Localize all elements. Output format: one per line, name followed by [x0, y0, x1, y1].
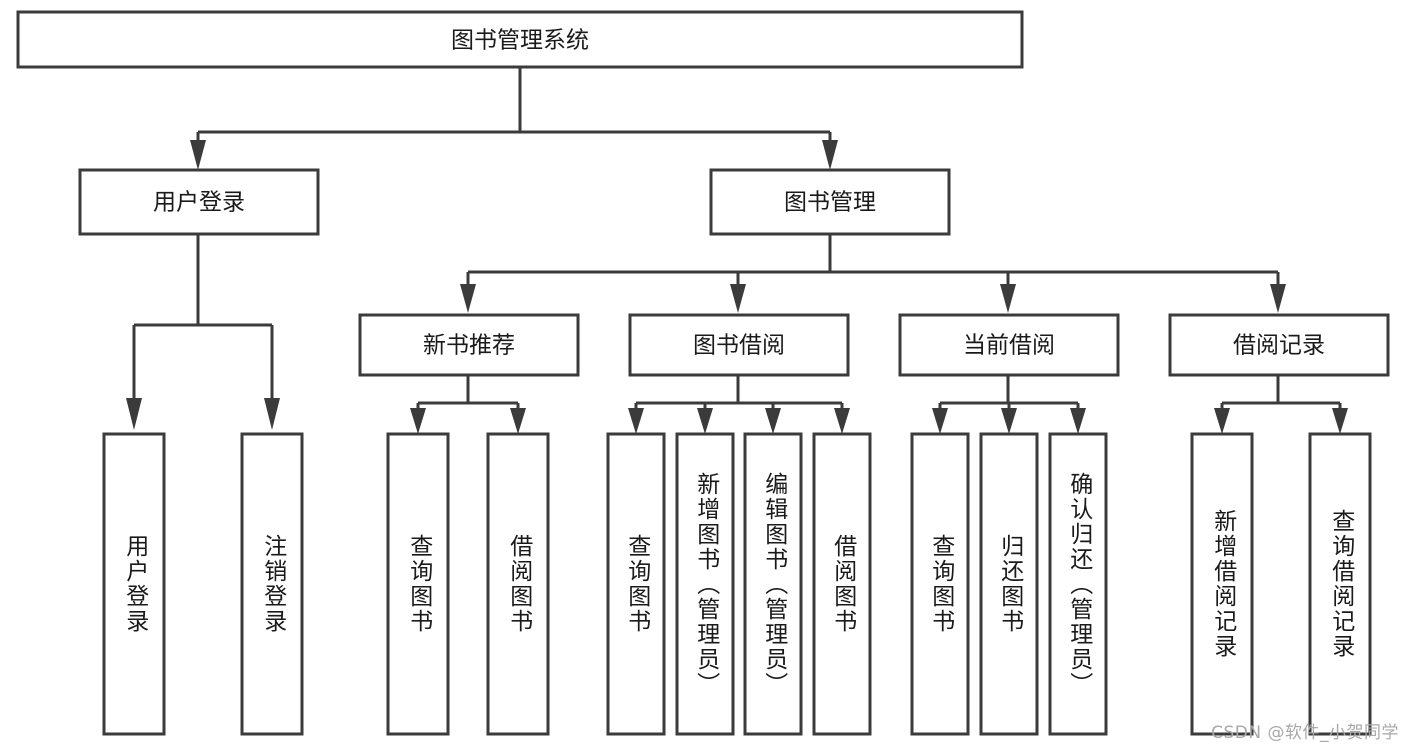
leaf-box-edit-book-admin[interactable] — [743, 432, 803, 736]
arrowhead-currentborrow-leaf-1 — [932, 408, 948, 434]
node-root[interactable]: 图书管理系统 — [16, 10, 1024, 69]
leaf-box-borrow-book-2[interactable] — [812, 432, 872, 736]
leaf-box-query-book-2[interactable] — [606, 432, 666, 736]
node-borrow-record[interactable]: 借阅记录 — [1168, 313, 1390, 377]
connector-layer — [126, 67, 1348, 434]
arrowhead-newbook-leaf-2 — [510, 408, 526, 434]
leaf-boxes-user-login — [102, 432, 304, 736]
arrowhead-currentborrow-leaf-2 — [1001, 408, 1017, 434]
node-book-borrow[interactable]: 图书借阅 — [628, 313, 850, 377]
leaf-box-add-borrow-record[interactable] — [1190, 432, 1254, 736]
arrowhead-bookborrow-leaf-3 — [765, 408, 781, 434]
leaf-box-query-book-3[interactable] — [910, 432, 970, 736]
node-new-book-recommend-box[interactable] — [358, 313, 580, 377]
leaf-box-query-borrow-record[interactable] — [1308, 432, 1372, 736]
arrowhead-borrowrecord-leaf-1 — [1214, 408, 1230, 434]
arrowhead-book-borrow — [730, 284, 746, 313]
leaf-box-confirm-return-admin[interactable] — [1048, 432, 1108, 736]
arrowhead-newbook-leaf-1 — [410, 408, 426, 434]
node-user-login-label: 用户登录 — [153, 190, 245, 216]
leaf-boxes-new-book-recommend — [386, 432, 550, 736]
leaf-box-add-book-admin[interactable] — [675, 432, 735, 736]
arrowhead-borrow-record — [1270, 284, 1286, 313]
node-new-book-recommend[interactable]: 新书推荐 — [358, 313, 580, 377]
leaf-box-query-book-1[interactable] — [386, 432, 450, 736]
arrowhead-user-login — [190, 140, 206, 170]
watermark-text: CSDN @软件_小贺同学 — [1211, 723, 1399, 743]
leaf-boxes-borrow-record — [1190, 432, 1372, 736]
arrowhead-new-book-recommend — [460, 284, 476, 313]
arrowhead-current-borrow — [1000, 284, 1016, 313]
arrowhead-book-manage — [822, 140, 838, 170]
node-book-borrow-label: 图书借阅 — [693, 333, 785, 359]
arrowhead-bookborrow-leaf-1 — [628, 408, 644, 434]
leaf-boxes-book-borrow — [606, 432, 872, 736]
node-current-borrow-box[interactable] — [898, 313, 1120, 377]
leaf-box-return-book[interactable] — [979, 432, 1039, 736]
node-borrow-record-box[interactable] — [1168, 313, 1390, 377]
arrowhead-currentborrow-leaf-3 — [1070, 408, 1086, 434]
node-book-manage-box[interactable] — [709, 168, 951, 236]
arrowhead-bookborrow-leaf-2 — [697, 408, 713, 434]
node-book-manage[interactable]: 图书管理 — [709, 168, 951, 236]
arrowhead-leaf-logout — [264, 398, 280, 430]
leaf-box-logout[interactable] — [240, 432, 304, 736]
arrowhead-bookborrow-leaf-4 — [834, 408, 850, 434]
leaf-box-user-login[interactable] — [102, 432, 166, 736]
arrowhead-borrowrecord-leaf-2 — [1332, 408, 1348, 434]
node-user-login[interactable]: 用户登录 — [78, 168, 320, 236]
leaf-box-borrow-book-1[interactable] — [486, 432, 550, 736]
node-root-label: 图书管理系统 — [451, 28, 589, 54]
node-current-borrow-label: 当前借阅 — [963, 333, 1055, 359]
node-borrow-record-label: 借阅记录 — [1233, 333, 1325, 359]
node-current-borrow[interactable]: 当前借阅 — [898, 313, 1120, 377]
leaf-boxes-current-borrow — [910, 432, 1108, 736]
node-root-box[interactable] — [16, 10, 1024, 69]
arrowhead-leaf-user-login — [126, 398, 142, 430]
node-user-login-box[interactable] — [78, 168, 320, 236]
node-new-book-recommend-label: 新书推荐 — [423, 333, 515, 359]
node-book-manage-label: 图书管理 — [784, 190, 876, 216]
node-book-borrow-box[interactable] — [628, 313, 850, 377]
